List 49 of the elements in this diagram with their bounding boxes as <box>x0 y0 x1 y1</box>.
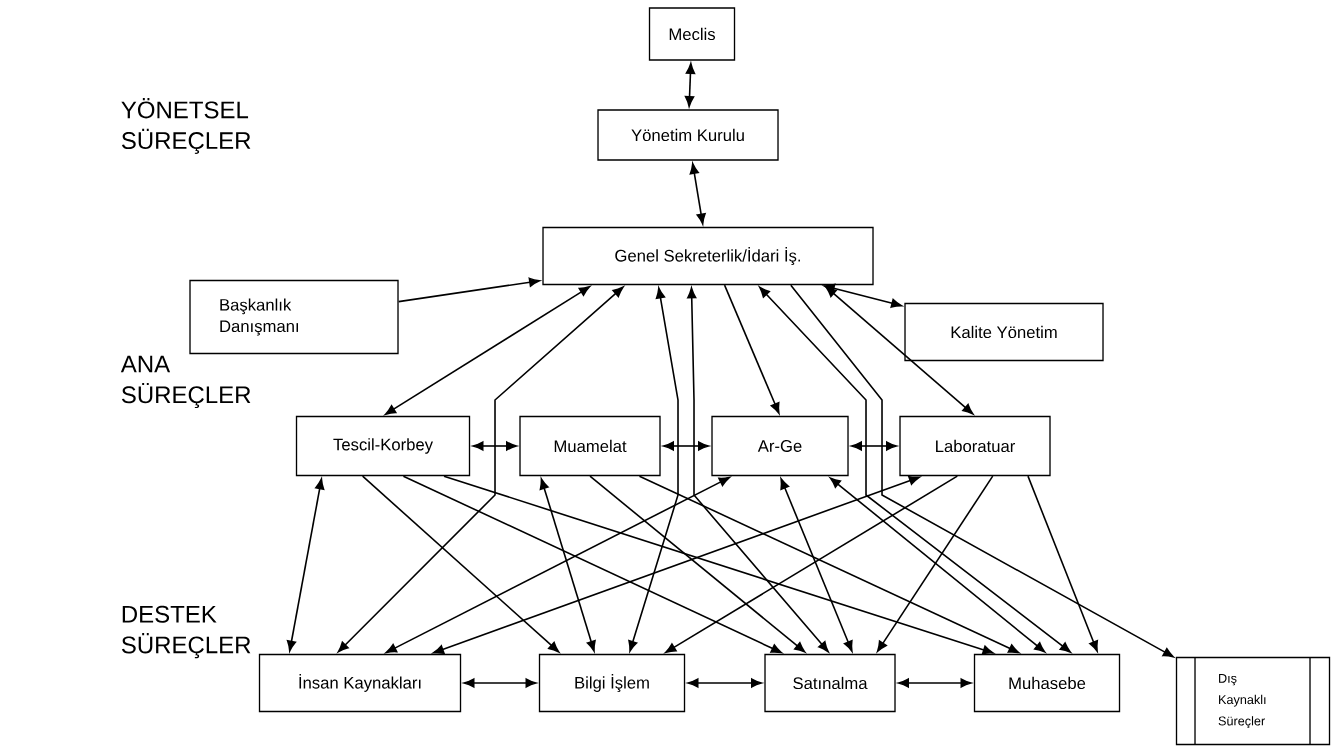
process-box: Meclis <box>648 7 736 61</box>
process-box: Ar-Ge <box>711 415 849 477</box>
arrow <box>1027 475 1099 652</box>
process-box: Başkanlık Danışmanı <box>189 279 399 355</box>
process-box: Satınalma <box>764 653 896 713</box>
arrow <box>463 678 537 688</box>
arrow <box>402 475 783 654</box>
arrow <box>589 475 806 653</box>
arrow <box>385 476 730 654</box>
arrow <box>684 62 696 107</box>
process-box: Laboratuar <box>899 415 1051 477</box>
process-box: Muhasebe <box>973 653 1121 713</box>
process-box: Yönetim Kurulu <box>597 109 779 161</box>
arrow <box>638 475 1020 654</box>
arrow <box>825 286 974 415</box>
arrow <box>687 678 763 688</box>
arrow <box>898 678 972 688</box>
arrow <box>286 478 325 652</box>
process-box: İnsan Kaynakları <box>258 653 462 713</box>
process-box: Muamelat <box>519 415 661 477</box>
arrow <box>689 162 706 225</box>
arrow <box>829 477 1046 653</box>
arrow <box>876 475 994 653</box>
arrow <box>790 284 1174 658</box>
arrow <box>432 475 920 654</box>
process-box: Genel Sekreterlik/İdari İş. <box>542 226 874 286</box>
arrow <box>663 441 710 451</box>
arrow <box>539 478 596 652</box>
arrow <box>472 441 518 451</box>
arrow <box>397 277 541 303</box>
arrow <box>443 475 994 655</box>
section-label: YÖNETSEL SÜREÇLER <box>121 98 251 154</box>
arrow <box>723 284 780 414</box>
arrow <box>361 475 560 653</box>
arrow <box>823 283 903 308</box>
process-box: Bilgi İşlem <box>538 653 686 713</box>
arrow <box>851 441 898 451</box>
process-box: Kalite Yönetim <box>904 302 1104 362</box>
arrow <box>780 478 853 652</box>
process-box: Dış Kaynaklı Süreçler <box>1175 656 1331 746</box>
arrow <box>759 286 1071 653</box>
section-label: ANA SÜREÇLER <box>120 355 251 409</box>
process-box: Tescil-Korbey <box>295 415 471 477</box>
arrow <box>337 286 624 653</box>
arrow <box>687 287 829 653</box>
arrow <box>628 287 679 652</box>
arrow <box>665 475 959 653</box>
arrow <box>384 286 591 415</box>
section-label: DESTEK SÜREÇLER <box>121 605 251 659</box>
